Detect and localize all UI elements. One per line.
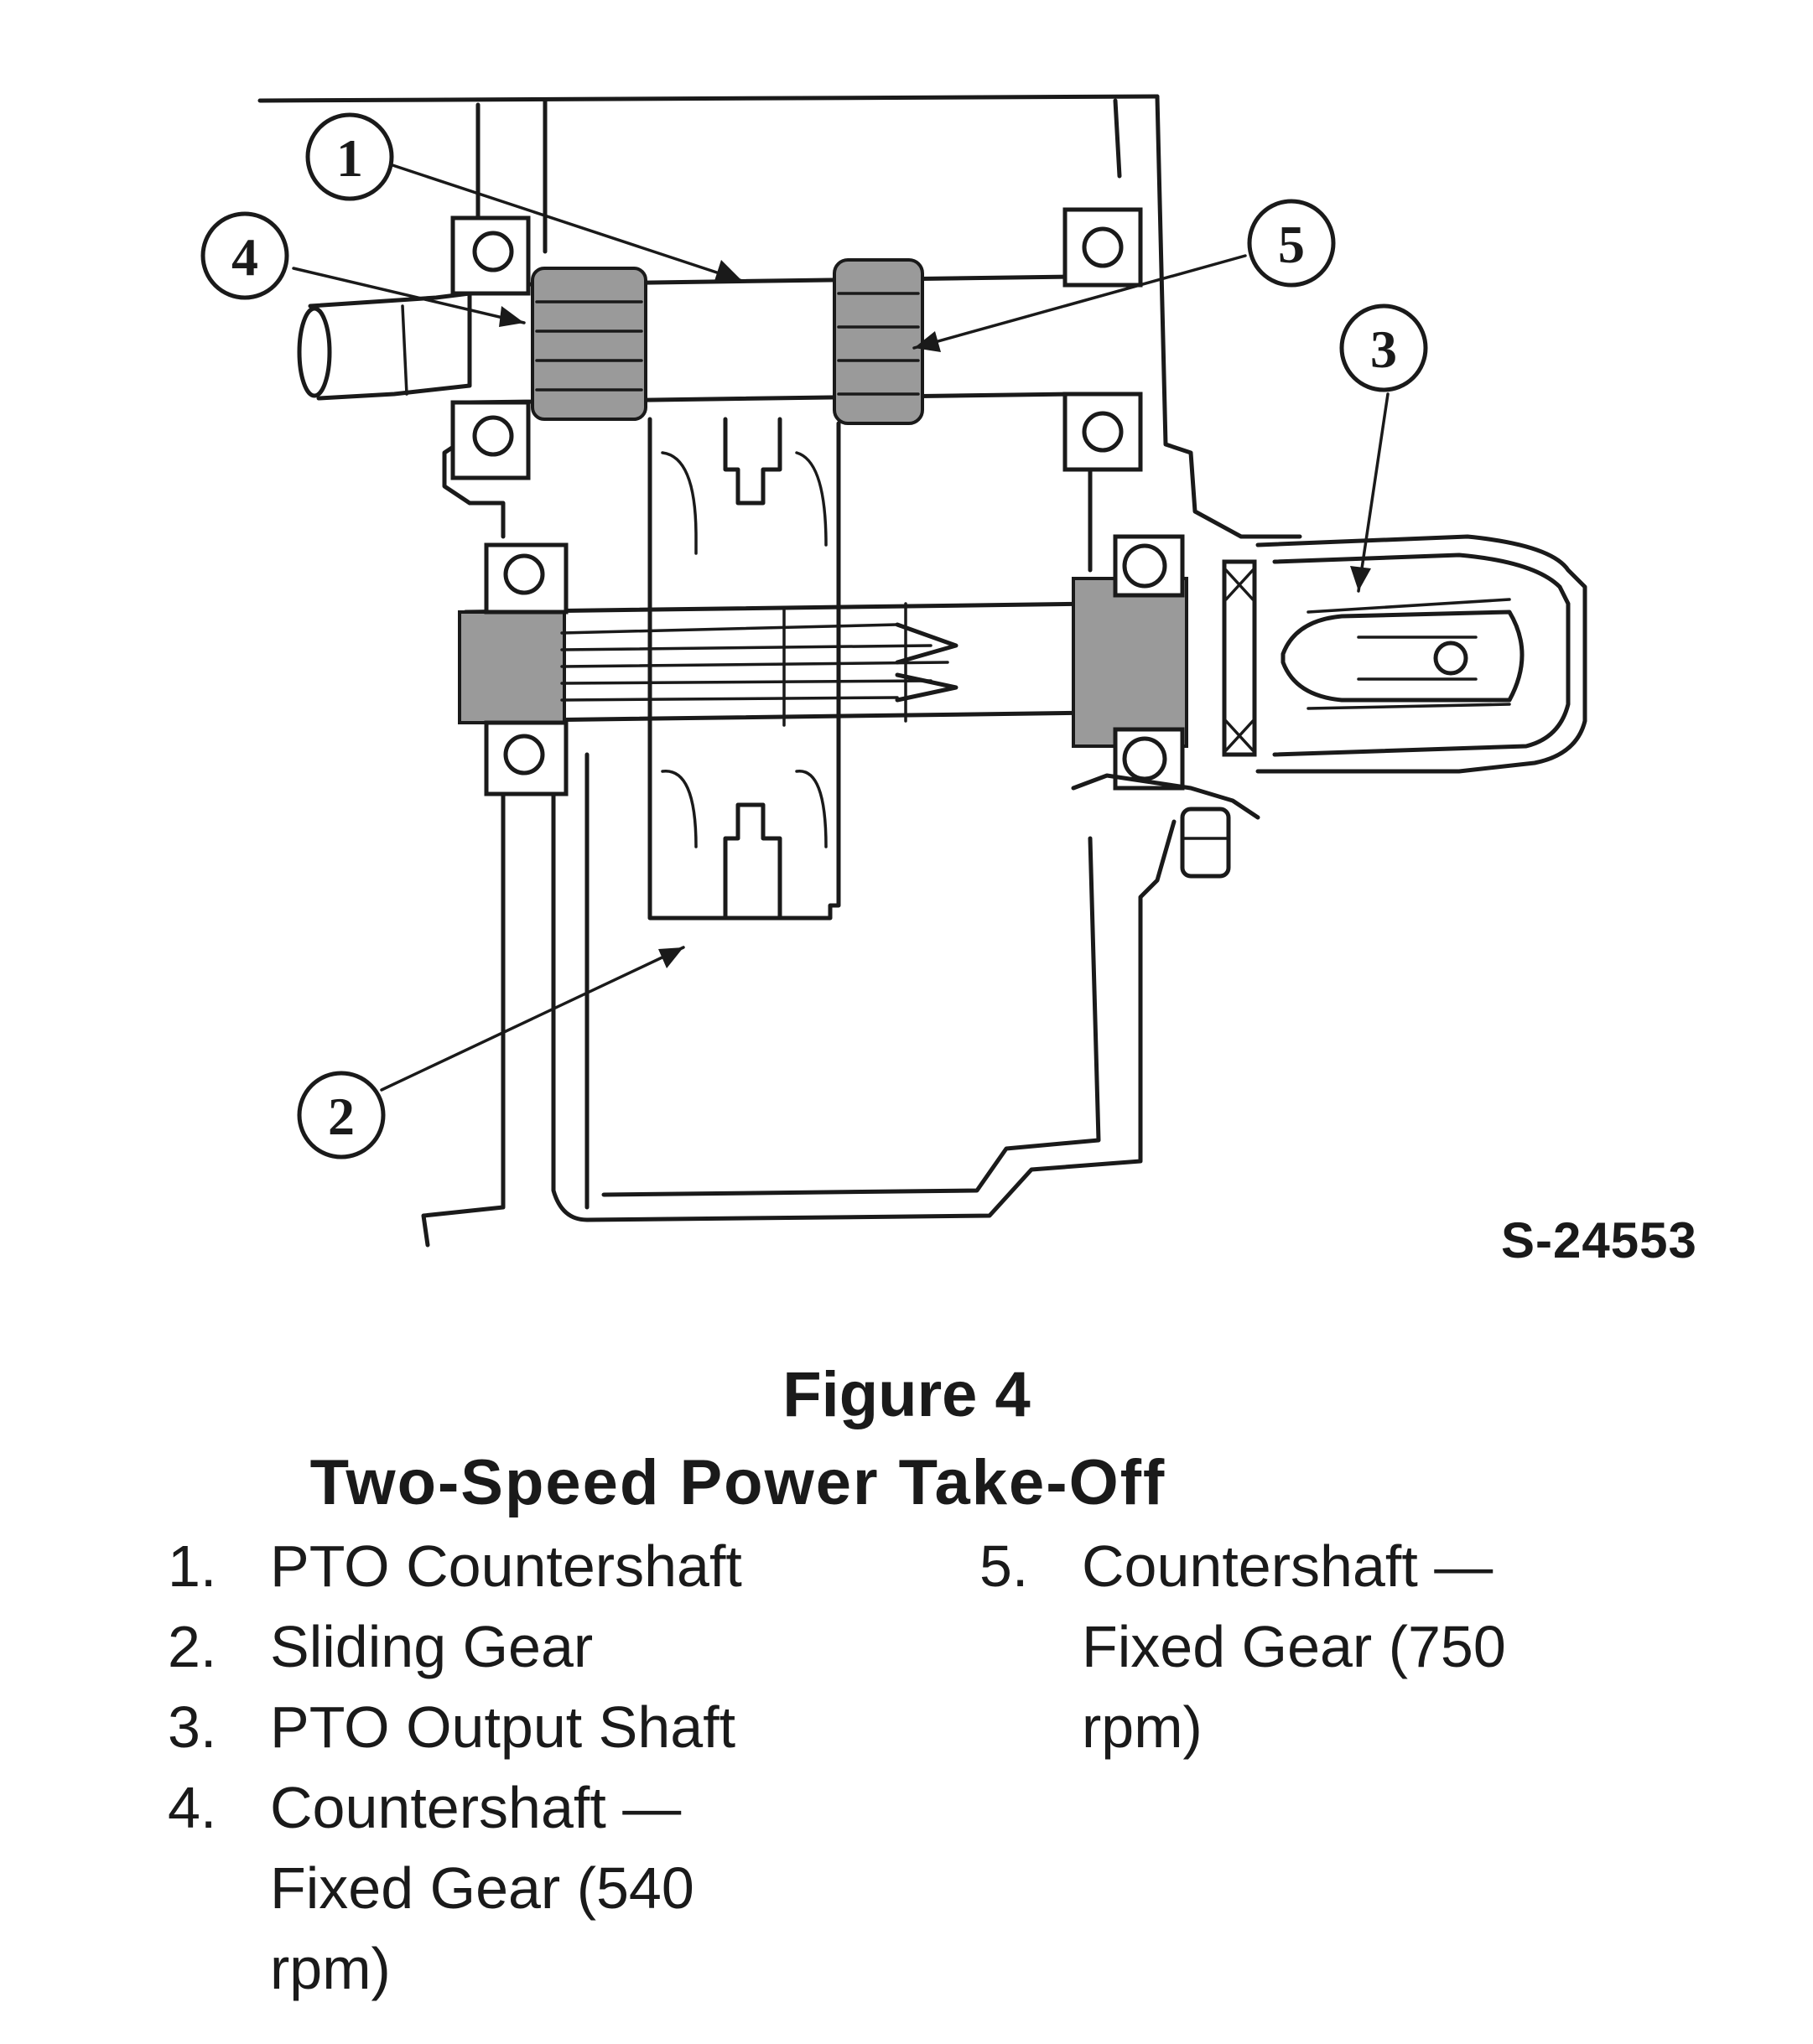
input-shaft bbox=[297, 291, 472, 401]
legend-text: Countershaft — Fixed Gear (540 rpm) bbox=[270, 1775, 694, 2001]
fixed-gear-540 bbox=[531, 267, 647, 421]
callout-2: 2 bbox=[297, 1071, 386, 1159]
callout-1-label: 1 bbox=[336, 128, 363, 188]
reference-code: S-24553 bbox=[1501, 1212, 1697, 1268]
callout-2-label: 2 bbox=[328, 1087, 355, 1146]
figure-title: Two-Speed Power Take-Off bbox=[309, 1447, 1166, 1518]
legend-item-5: 5. Countershaft — Fixed Gear (750 rpm) bbox=[979, 1526, 1642, 1767]
callout-5-label: 5 bbox=[1278, 215, 1305, 274]
figure-number: Figure 4 bbox=[782, 1359, 1031, 1430]
legend-left-column: 1. PTO Countershaft 2. Sliding Gear 3. P… bbox=[168, 1526, 897, 2009]
legend-item-4: 4. Countershaft — Fixed Gear (540 rpm) bbox=[168, 1767, 897, 2009]
legend-text: Countershaft — Fixed Gear (750 rpm) bbox=[1082, 1533, 1506, 1760]
output-shaft-housing bbox=[1071, 534, 1587, 820]
callout-4: 4 bbox=[200, 211, 289, 300]
sliding-gear bbox=[647, 417, 841, 921]
legend-text: PTO Output Shaft bbox=[270, 1694, 736, 1760]
legend-item-1: 1. PTO Countershaft bbox=[168, 1526, 897, 1606]
callout-1: 1 bbox=[305, 112, 394, 201]
legend-number: 4. bbox=[168, 1775, 217, 1840]
pto-cutaway-drawing: 1 4 5 3 2 bbox=[200, 94, 1587, 1248]
legend-right-column: 5. Countershaft — Fixed Gear (750 rpm) bbox=[979, 1526, 1642, 1767]
callout-5: 5 bbox=[1247, 199, 1336, 288]
legend-text: Sliding Gear bbox=[270, 1614, 594, 1679]
housing-bolt bbox=[1180, 807, 1231, 879]
leader-lines bbox=[292, 162, 1390, 1092]
legend-text: PTO Countershaft bbox=[270, 1533, 742, 1599]
callout-3: 3 bbox=[1339, 303, 1428, 392]
callout-3-label: 3 bbox=[1370, 319, 1397, 379]
pto-output-shaft bbox=[458, 534, 1257, 796]
legend-number: 2. bbox=[168, 1614, 217, 1679]
legend-number: 3. bbox=[168, 1694, 217, 1760]
legend-item-2: 2. Sliding Gear bbox=[168, 1606, 897, 1687]
housing-outline bbox=[257, 94, 1302, 1248]
fixed-gear-750 bbox=[833, 258, 924, 425]
legend-number: 5. bbox=[979, 1533, 1029, 1599]
legend-number: 1. bbox=[168, 1533, 217, 1599]
legend-item-3: 3. PTO Output Shaft bbox=[168, 1687, 897, 1767]
callout-4-label: 4 bbox=[231, 227, 258, 287]
